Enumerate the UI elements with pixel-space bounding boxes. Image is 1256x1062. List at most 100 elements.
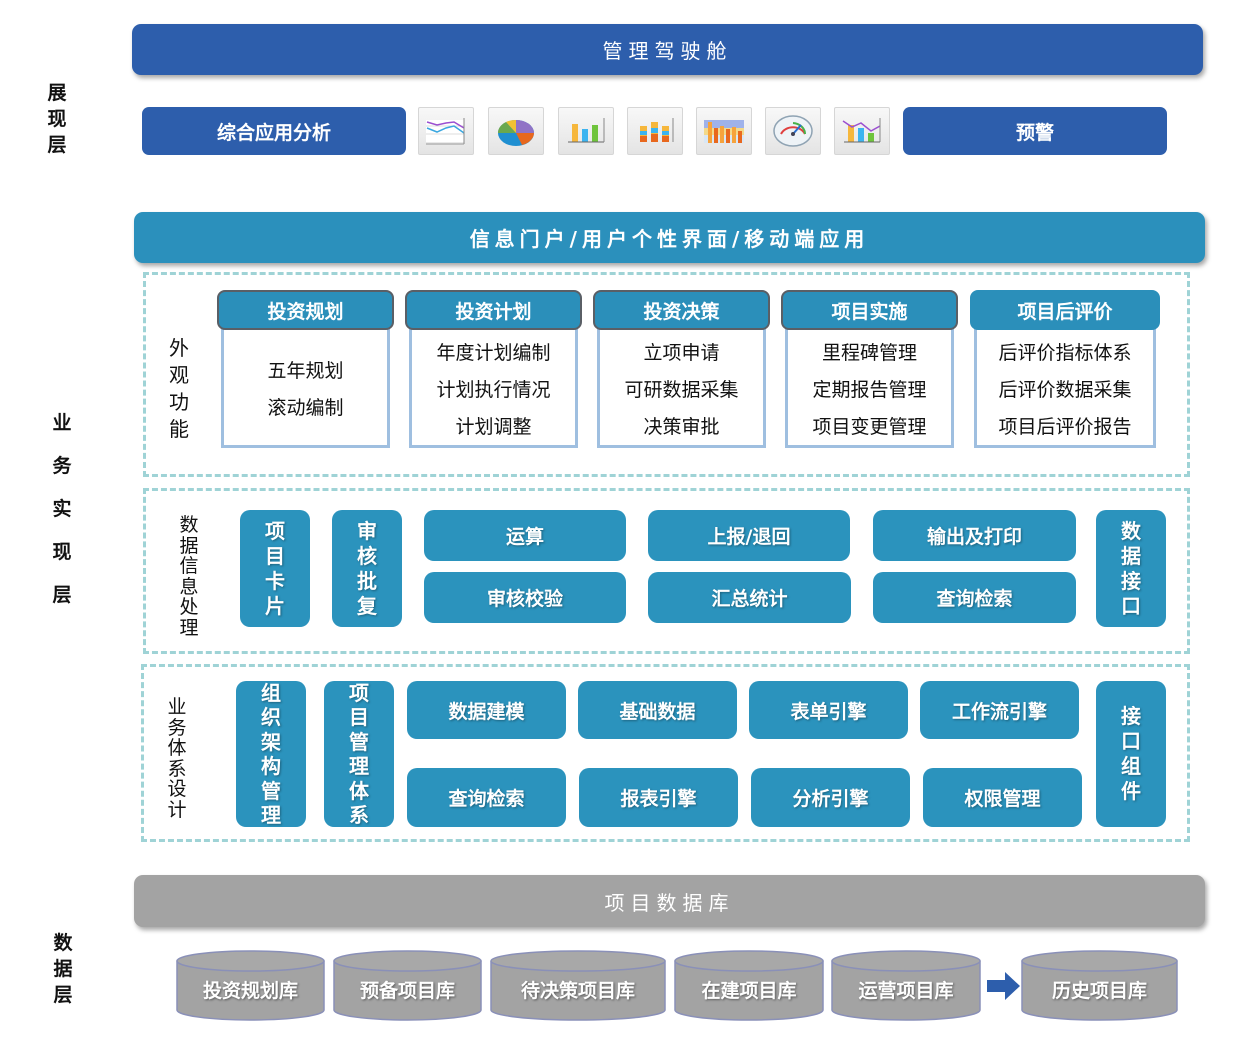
function-item[interactable]: 后评价指标体系 bbox=[998, 341, 1132, 364]
dp-tile-report-return[interactable]: 上报/退回 bbox=[648, 510, 850, 561]
tile-char: 目 bbox=[349, 705, 369, 729]
function-item[interactable]: 年度计划编制 bbox=[436, 341, 551, 364]
library-pending-decision[interactable]: 待决策项目库 bbox=[490, 950, 666, 1022]
pie-chart-icon[interactable] bbox=[488, 107, 544, 155]
function-item[interactable]: 决策审批 bbox=[643, 415, 720, 438]
functions-label: 外观功能 bbox=[167, 335, 191, 443]
function-item[interactable]: 立项申请 bbox=[643, 341, 720, 364]
section-label-char: 系 bbox=[167, 757, 187, 780]
data-processing-label: 数据信息处理 bbox=[177, 515, 201, 638]
section-label-char: 理 bbox=[179, 616, 199, 639]
dp-tile-compute[interactable]: 运算 bbox=[424, 510, 626, 561]
banded-bar-chart-icon[interactable] bbox=[696, 107, 752, 155]
cockpit-banner[interactable]: 管理驾驶舱 bbox=[132, 24, 1203, 75]
dp-tile-output-print[interactable]: 输出及打印 bbox=[873, 510, 1076, 561]
function-item[interactable]: 五年规划 bbox=[267, 360, 344, 382]
stacked-bar-chart-icon[interactable] bbox=[627, 107, 683, 155]
tile-char: 组 bbox=[261, 680, 281, 705]
section-label-char: 功 bbox=[169, 390, 189, 414]
bar-chart-icon[interactable] bbox=[558, 107, 614, 155]
tile-char: 复 bbox=[357, 593, 377, 618]
database-cylinder-icon bbox=[831, 950, 981, 1021]
library-label: 投资规划库 bbox=[202, 980, 298, 1002]
function-column-investment-plan: 投资计划年度计划编制计划执行情况计划调整 bbox=[405, 290, 582, 450]
tile-label: 上报/退回 bbox=[707, 526, 791, 548]
function-header-investment-planning[interactable]: 投资规划 bbox=[217, 290, 394, 330]
library-operating[interactable]: 运营项目库 bbox=[831, 950, 981, 1022]
data-interface-tile[interactable]: 数据接口 bbox=[1096, 510, 1166, 627]
function-item[interactable]: 计划执行情况 bbox=[436, 378, 551, 401]
function-item[interactable]: 滚动编制 bbox=[267, 397, 344, 419]
layer-label-char: 业 bbox=[52, 412, 72, 434]
review-approval-tile[interactable]: 审核批复 bbox=[332, 510, 402, 627]
dp-tile-summary-stats[interactable]: 汇总统计 bbox=[648, 572, 851, 623]
tile-char: 件 bbox=[1121, 779, 1141, 803]
tile-label: 表单引擎 bbox=[790, 700, 867, 723]
portal-banner[interactable]: 信息门户/用户个性界面/移动端应用 bbox=[134, 212, 1205, 263]
function-item[interactable]: 可研数据采集 bbox=[624, 378, 739, 401]
function-item[interactable]: 项目变更管理 bbox=[812, 415, 927, 438]
function-items: 年度计划编制计划执行情况计划调整 bbox=[409, 324, 578, 448]
function-item[interactable]: 定期报告管理 bbox=[812, 378, 927, 401]
database-banner[interactable]: 项目数据库 bbox=[134, 875, 1205, 927]
library-under-construction[interactable]: 在建项目库 bbox=[674, 950, 824, 1022]
library-investment-planning[interactable]: 投资规划库 bbox=[176, 950, 325, 1022]
sd-tile-base-data[interactable]: 基础数据 bbox=[578, 681, 737, 739]
function-header-investment-decision[interactable]: 投资决策 bbox=[593, 290, 770, 330]
layer-label-data: 数据层 bbox=[51, 930, 75, 1008]
tile-char: 体 bbox=[349, 778, 369, 803]
tile-char: 接 bbox=[1121, 704, 1141, 728]
tile-char: 系 bbox=[349, 803, 369, 827]
library-reserve-projects[interactable]: 预备项目库 bbox=[333, 950, 482, 1022]
sd-tile-form-engine[interactable]: 表单引擎 bbox=[749, 681, 908, 739]
tile-label: 报表引擎 bbox=[620, 788, 697, 810]
function-column-post-evaluation: 项目后评价后评价指标体系后评价数据采集项目后评价报告 bbox=[970, 290, 1160, 450]
function-column-investment-decision: 投资决策立项申请可研数据采集决策审批 bbox=[593, 290, 770, 450]
layer-label-char: 层 bbox=[53, 984, 73, 1006]
sd-tile-data-modeling[interactable]: 数据建模 bbox=[407, 681, 566, 739]
section-label-char: 观 bbox=[169, 363, 189, 387]
database-cylinder-icon bbox=[1021, 950, 1178, 1021]
warning-button[interactable]: 预警 bbox=[903, 107, 1167, 155]
layer-label-char: 务 bbox=[52, 455, 72, 477]
function-item[interactable]: 后评价数据采集 bbox=[998, 378, 1132, 401]
database-cylinder-icon bbox=[176, 950, 325, 1021]
bar-line-combo-chart-icon[interactable] bbox=[834, 107, 890, 155]
sd-tile-query-search[interactable]: 查询检索 bbox=[407, 768, 566, 827]
library-historical[interactable]: 历史项目库 bbox=[1021, 950, 1178, 1022]
dp-tile-query-search[interactable]: 查询检索 bbox=[873, 572, 1076, 623]
section-label-char: 业 bbox=[167, 696, 187, 718]
line-chart-icon[interactable] bbox=[418, 107, 474, 155]
cockpit-title: 管理驾驶舱 bbox=[602, 39, 733, 63]
tile-label: 运算 bbox=[505, 526, 544, 548]
analysis-button[interactable]: 综合应用分析 bbox=[142, 107, 406, 155]
tile-char: 审 bbox=[357, 518, 377, 543]
tile-char: 构 bbox=[261, 754, 281, 778]
function-header-post-evaluation[interactable]: 项目后评价 bbox=[970, 290, 1160, 330]
function-item[interactable]: 项目后评价报告 bbox=[998, 415, 1132, 438]
function-item[interactable]: 里程碑管理 bbox=[821, 341, 917, 364]
tile-char: 批 bbox=[357, 568, 377, 593]
function-items: 里程碑管理定期报告管理项目变更管理 bbox=[785, 324, 954, 448]
sd-tile-report-engine[interactable]: 报表引擎 bbox=[579, 768, 738, 827]
tile-label: 分析引擎 bbox=[792, 788, 869, 810]
function-items: 后评价指标体系后评价数据采集项目后评价报告 bbox=[974, 324, 1156, 448]
sd-tile-analysis-engine[interactable]: 分析引擎 bbox=[751, 768, 910, 827]
section-label-char: 息 bbox=[179, 575, 199, 598]
sd-tile-permission-mgmt[interactable]: 权限管理 bbox=[923, 768, 1082, 827]
org-structure-tile[interactable]: 组织架构管理 bbox=[236, 681, 306, 827]
sd-tile-workflow-engine[interactable]: 工作流引擎 bbox=[920, 681, 1079, 739]
interface-component-tile[interactable]: 接口组件 bbox=[1096, 681, 1166, 827]
gauge-icon[interactable] bbox=[765, 107, 821, 155]
database-cylinder-icon bbox=[333, 950, 482, 1021]
project-mgmt-system-tile[interactable]: 项目管理体系 bbox=[324, 681, 394, 827]
project-card-tile[interactable]: 项目卡片 bbox=[240, 510, 310, 627]
tile-char: 据 bbox=[1121, 543, 1141, 568]
database-title: 项目数据库 bbox=[604, 890, 735, 915]
function-header-investment-plan[interactable]: 投资计划 bbox=[405, 290, 582, 330]
function-header-project-implementation[interactable]: 项目实施 bbox=[781, 290, 958, 330]
layer-label-char: 层 bbox=[52, 584, 72, 606]
function-item[interactable]: 计划调整 bbox=[455, 415, 532, 438]
dp-tile-audit-check[interactable]: 审核校验 bbox=[424, 572, 626, 623]
tile-char: 卡 bbox=[265, 568, 285, 593]
